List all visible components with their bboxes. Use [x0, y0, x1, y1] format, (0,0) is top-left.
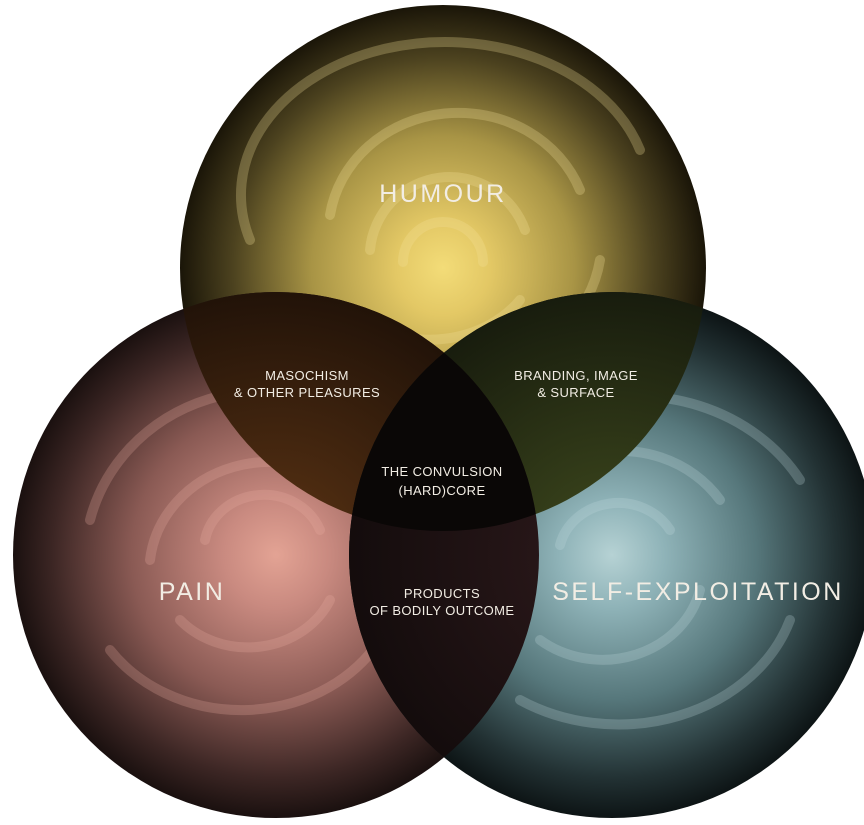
label-convulsion-line1: THE CONVULSION	[381, 464, 502, 479]
label-masochism-line1: MASOCHISM	[265, 368, 349, 383]
label-pain: PAIN	[159, 578, 226, 606]
label-products-line2: OF BODILY OUTCOME	[369, 603, 514, 618]
label-branding-line2: & SURFACE	[537, 385, 614, 400]
label-self-exploitation: SELF-EXPLOITATION	[552, 578, 844, 606]
label-convulsion-line2: (HARD)CORE	[398, 483, 485, 498]
label-products-line1: PRODUCTS	[404, 586, 480, 601]
label-masochism-line2: & OTHER PLEASURES	[234, 385, 380, 400]
label-humour: HUMOUR	[379, 180, 507, 208]
label-branding-line1: BRANDING, IMAGE	[514, 368, 638, 383]
